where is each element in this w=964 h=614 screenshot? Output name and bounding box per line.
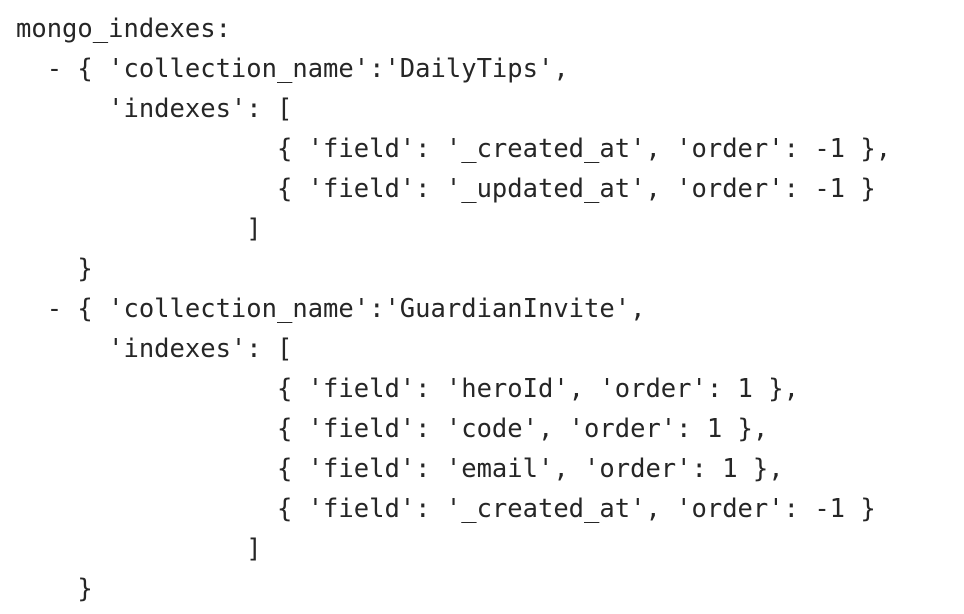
code-line-15: } — [16, 574, 93, 604]
code-line-14: ] — [16, 534, 262, 564]
code-line-9: 'indexes': [ — [16, 334, 293, 364]
code-line-7: } — [16, 254, 93, 284]
code-line-10: { 'field': 'heroId', 'order': 1 }, — [16, 374, 799, 404]
code-line-5: { 'field': '_updated_at', 'order': -1 } — [16, 174, 876, 204]
code-line-4: { 'field': '_created_at', 'order': -1 }, — [16, 134, 892, 164]
code-line-13: { 'field': '_created_at', 'order': -1 } — [16, 494, 876, 524]
code-line-3: 'indexes': [ — [16, 94, 293, 124]
code-line-11: { 'field': 'code', 'order': 1 }, — [16, 414, 769, 444]
code-line-12: { 'field': 'email', 'order': 1 }, — [16, 454, 784, 484]
code-line-8: - { 'collection_name':'GuardianInvite', — [16, 294, 646, 324]
code-line-6: ] — [16, 214, 262, 244]
code-line-1: mongo_indexes: — [16, 14, 231, 44]
code-line-2: - { 'collection_name':'DailyTips', — [16, 54, 569, 84]
